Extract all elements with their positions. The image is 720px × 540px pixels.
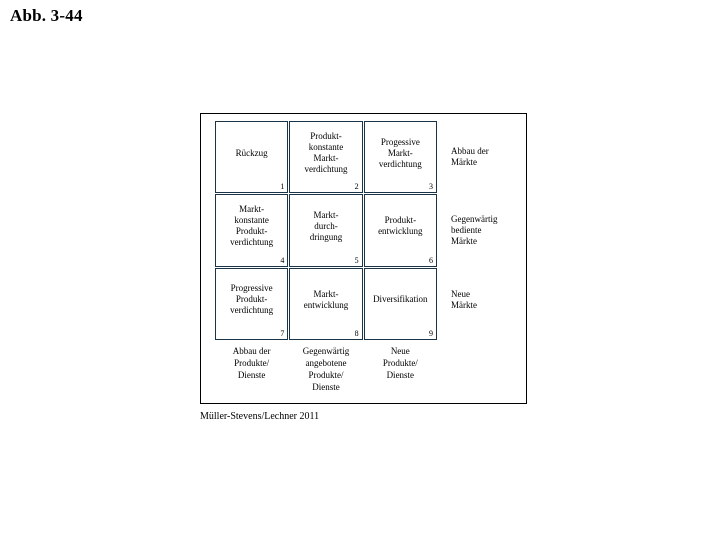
- matrix-cell-9[interactable]: Diversifikation 9: [363, 267, 437, 340]
- product-market-matrix: Rückzug 1 Produkt- konstante Markt- verd…: [215, 121, 437, 340]
- market-row-label-gegenwaertig: Gegenwärtig bediente Märkte: [451, 214, 498, 246]
- matrix-row: Rückzug 1 Produkt- konstante Markt- verd…: [215, 121, 437, 194]
- matrix-cell-number: 3: [428, 182, 433, 192]
- product-column-label-neue: Neue Produkte/ Dienste: [382, 346, 418, 380]
- matrix-cell-label: Markt- durch- dringung: [309, 209, 343, 242]
- product-column-label-abbau: Abbau der Produkte/ Dienste: [232, 346, 271, 380]
- matrix-cell-number: 9: [428, 328, 433, 338]
- matrix-row: Progressive Produkt- verdichtung 7 Markt…: [215, 267, 437, 340]
- source-citation: Müller-Stevens/Lechner 2011: [200, 411, 320, 422]
- matrix-cell-3[interactable]: Progessive Markt- verdichtung 3: [363, 121, 437, 194]
- matrix-cell-number: 1: [280, 182, 285, 192]
- matrix-cell-8[interactable]: Markt- entwicklung 8: [289, 267, 363, 340]
- matrix-cell-1[interactable]: Rückzug 1: [215, 121, 289, 194]
- matrix-row: Markt- konstante Produkt- verdichtung 4 …: [215, 194, 437, 267]
- matrix-cell-label: Produkt- konstante Markt- verdichtung: [304, 131, 348, 175]
- matrix-cell-label: Produkt- entwicklung: [378, 215, 423, 237]
- market-row-label-neue: Neue Märkte: [451, 289, 477, 310]
- page-title: Abb. 3-44: [10, 6, 83, 25]
- figure-frame: Rückzug 1 Produkt- konstante Markt- verd…: [200, 113, 527, 404]
- matrix-cell-7[interactable]: Progressive Produkt- verdichtung 7: [215, 267, 289, 340]
- matrix-cell-number: 6: [428, 255, 433, 265]
- matrix-cell-label: Diversifikation: [373, 294, 428, 305]
- matrix-cell-6[interactable]: Produkt- entwicklung 6: [363, 194, 437, 267]
- matrix-cell-number: 2: [354, 182, 359, 192]
- matrix-cell-label: Progressive Produkt- verdichtung: [230, 283, 274, 316]
- matrix-cell-label: Rückzug: [235, 147, 268, 158]
- matrix-cell-2[interactable]: Produkt- konstante Markt- verdichtung 2: [289, 121, 363, 194]
- product-column-label-gegenwaertig: Gegenwärtig angebotene Produkte/ Dienste: [302, 346, 350, 392]
- matrix-cell-5[interactable]: Markt- durch- dringung 5: [289, 194, 363, 267]
- product-column-labels: Abbau der Produkte/ Dienste Gegenwärtig …: [215, 345, 437, 393]
- matrix-cell-number: 5: [354, 255, 359, 265]
- matrix-cell-label: Progessive Markt- verdichtung: [378, 136, 422, 169]
- matrix-cell-number: 7: [280, 328, 285, 338]
- matrix-cell-number: 4: [280, 255, 285, 265]
- matrix-cell-label: Markt- konstante Produkt- verdichtung: [230, 204, 274, 248]
- matrix-cell-4[interactable]: Markt- konstante Produkt- verdichtung 4: [215, 194, 289, 267]
- market-row-label-abbau: Abbau der Märkte: [451, 146, 489, 167]
- matrix-cell-number: 8: [354, 328, 359, 338]
- matrix-cell-label: Markt- entwicklung: [303, 288, 349, 310]
